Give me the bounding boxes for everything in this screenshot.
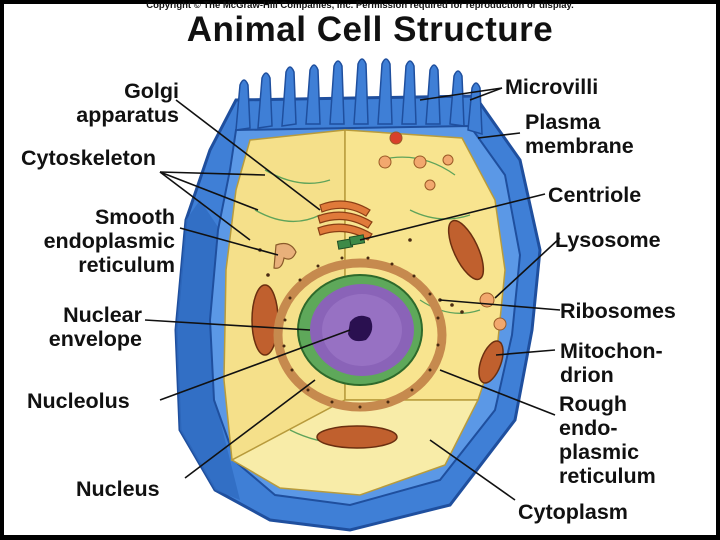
label-rough-er: Rough endo- plasmic reticulum [559,392,656,488]
frame-right [716,0,720,540]
ribosome-dots [258,238,464,314]
leader-lines [144,87,561,501]
label-cytoskeleton: Cytoskeleton [21,146,157,170]
frame-bottom [0,535,720,540]
label-microvilli: Microvilli [505,75,599,99]
frame-left [0,0,4,540]
label-nuclear-envelope: Nuclear envelope [48,303,142,351]
label-mitochondrion: Mitochon- drion [560,339,663,387]
label-smooth-er: Smooth endoplasmic reticulum [43,205,175,277]
mitochondria-shapes [251,219,504,449]
label-golgi-apparatus: Golgi apparatus [76,79,179,127]
golgi-shape [317,200,373,241]
rough-er-ribosome-dots [282,256,440,409]
label-cytoplasm: Cytoplasm [518,500,628,524]
diagram-title: Animal Cell Structure [186,10,554,49]
nucleus-shape [297,274,423,386]
copyright-notice: Copyright © The McGraw-Hill Companies, I… [146,0,574,11]
smooth-er-shape [273,242,297,269]
label-centriole: Centriole [548,183,642,207]
label-nucleolus: Nucleolus [27,389,130,413]
label-plasma-membrane: Plasma membrane [525,110,634,158]
label-lysosome: Lysosome [555,228,661,252]
microvilli-shapes [235,58,483,136]
label-nucleus: Nucleus [76,477,160,501]
label-ribosomes: Ribosomes [560,299,676,323]
frame-top [0,0,720,4]
centriole-shape [336,234,366,250]
